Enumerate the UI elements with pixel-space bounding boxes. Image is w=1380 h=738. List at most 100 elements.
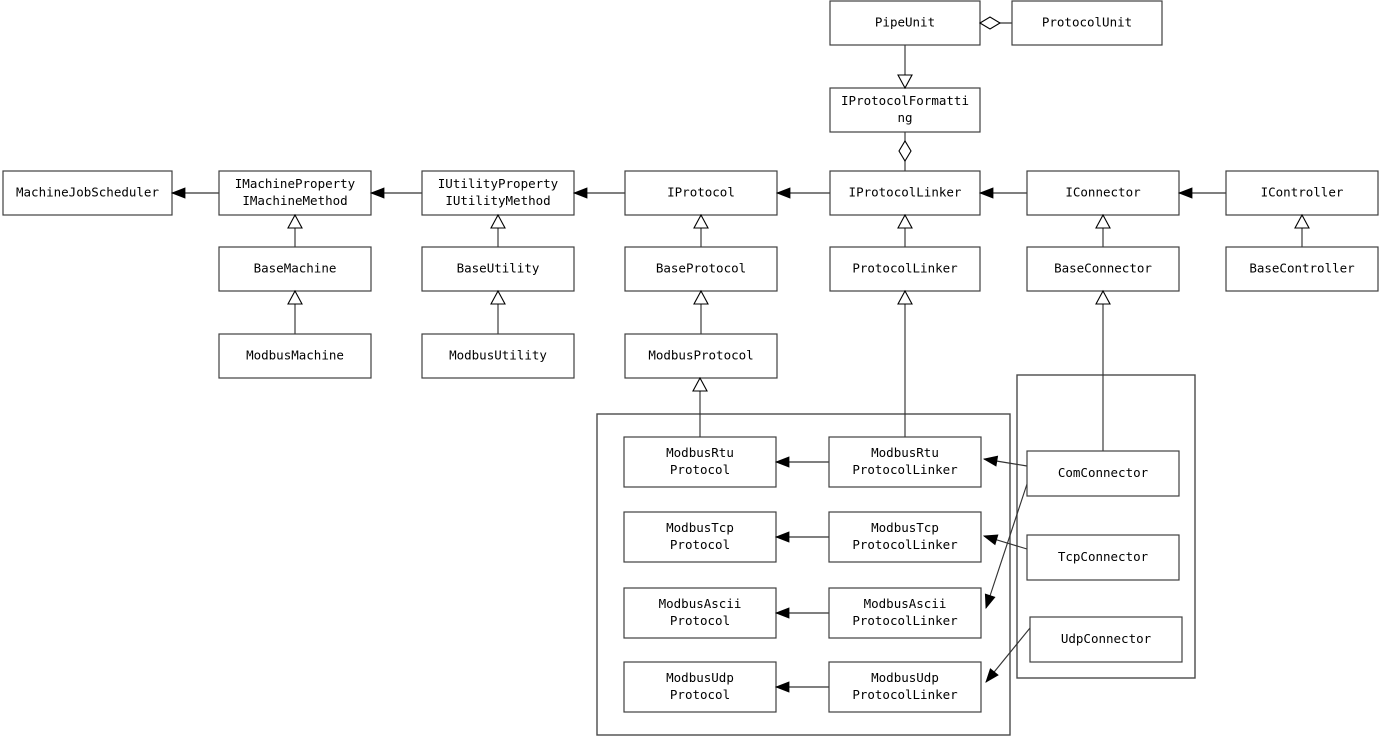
- node-label-ModbusProtocol: ModbusProtocol: [648, 348, 753, 363]
- node-label-IMachineProperty: IMachineProperty: [235, 176, 356, 191]
- node-box-ProtocolLinker[interactable]: [829, 246, 981, 292]
- node-BaseMachine[interactable]: BaseMachine: [218, 246, 372, 292]
- node-box-IMachineProperty[interactable]: [218, 170, 372, 216]
- node-ProtocolUnit[interactable]: ProtocolUnit: [1011, 0, 1163, 46]
- node-box-IProtocolFormatting[interactable]: [829, 87, 981, 133]
- node-label-BaseMachine: BaseMachine: [254, 261, 337, 276]
- node-label-ModbusAsciiProtocolLinker: ProtocolLinker: [852, 613, 958, 628]
- node-box-ProtocolUnit[interactable]: [1011, 0, 1163, 46]
- node-label-BaseUtility: BaseUtility: [457, 261, 540, 276]
- node-ModbusUtility[interactable]: ModbusUtility: [421, 333, 575, 379]
- edge-comconnector-asciilinker: [985, 483, 1028, 609]
- node-ProtocolLinker[interactable]: ProtocolLinker: [829, 246, 981, 292]
- node-label-ModbusUdpProtocol: ModbusUdp: [666, 670, 734, 685]
- node-label-ModbusUdpProtocol: Protocol: [670, 687, 730, 702]
- node-UdpConnector[interactable]: UdpConnector: [1029, 616, 1183, 663]
- node-box-TcpConnector[interactable]: [1026, 534, 1180, 581]
- node-box-UdpConnector[interactable]: [1029, 616, 1183, 663]
- marker-arrow-udplinker-udpprotocol: [774, 681, 790, 693]
- marker-triangle-basemachine-imachine: [287, 213, 303, 229]
- node-TcpConnector[interactable]: TcpConnector: [1026, 534, 1180, 581]
- marker-triangle-protocollinker-iprotocollinker: [897, 213, 913, 229]
- node-box-BaseMachine[interactable]: [218, 246, 372, 292]
- marker-arrow-iprotocollinker-iprotocol: [775, 187, 791, 199]
- node-MachineJobScheduler[interactable]: MachineJobScheduler: [2, 170, 173, 216]
- marker-triangle-comconnector-baseconnector: [1095, 289, 1111, 305]
- node-box-ModbusRtuProtocol[interactable]: [623, 436, 777, 488]
- node-box-BaseController[interactable]: [1225, 246, 1379, 292]
- marker-arrow-icontroller-iconnector: [1177, 187, 1193, 199]
- node-ModbusProtocol[interactable]: ModbusProtocol: [624, 333, 778, 379]
- node-box-ModbusUtility[interactable]: [421, 333, 575, 379]
- node-label-IMachineProperty: IMachineMethod: [242, 193, 347, 208]
- node-label-ModbusAsciiProtocolLinker: ModbusAscii: [864, 596, 947, 611]
- node-box-IConnector[interactable]: [1026, 170, 1180, 216]
- marker-triangle-rtuprotocol-modbusprotocol: [692, 376, 708, 392]
- node-BaseConnector[interactable]: BaseConnector: [1026, 246, 1180, 292]
- node-box-PipeUnit[interactable]: [829, 0, 981, 46]
- node-label-IProtocolFormatting: ng: [897, 110, 912, 125]
- node-label-BaseConnector: BaseConnector: [1054, 261, 1152, 276]
- marker-arrow-rtulinker-rtuprotocol: [774, 456, 790, 468]
- node-label-BaseProtocol: BaseProtocol: [656, 261, 746, 276]
- group-container-connector-group: [1016, 374, 1196, 679]
- marker-arrow-imachine-machinejob: [170, 187, 186, 199]
- node-ComConnector[interactable]: ComConnector: [1026, 450, 1180, 497]
- node-box-ModbusRtuProtocolLinker[interactable]: [828, 436, 982, 488]
- node-box-ModbusProtocol[interactable]: [624, 333, 778, 379]
- marker-triangle-modbusutility-baseutility: [490, 289, 506, 305]
- node-PipeUnit[interactable]: PipeUnit: [829, 0, 981, 46]
- node-label-ModbusAsciiProtocol: Protocol: [670, 613, 730, 628]
- node-BaseProtocol[interactable]: BaseProtocol: [624, 246, 778, 292]
- node-label-IUtilityProperty: IUtilityProperty: [438, 176, 559, 191]
- node-box-ModbusMachine[interactable]: [218, 333, 372, 379]
- node-BaseUtility[interactable]: BaseUtility: [421, 246, 575, 292]
- node-IProtocolLinker[interactable]: IProtocolLinker: [829, 170, 981, 216]
- node-label-ModbusTcpProtocol: Protocol: [670, 537, 730, 552]
- node-label-PipeUnit: PipeUnit: [875, 15, 935, 30]
- group-container-modbus-protocol-group: [596, 413, 1011, 736]
- marker-arrow-comconnector-asciilinker: [984, 593, 996, 610]
- node-box-ModbusTcpProtocol[interactable]: [623, 511, 777, 563]
- marker-triangle-rtulinker-protocollinker: [897, 289, 913, 305]
- marker-arrow-udpconnector-udplinker: [985, 668, 999, 683]
- node-box-BaseProtocol[interactable]: [624, 246, 778, 292]
- node-IProtocol[interactable]: IProtocol: [624, 170, 778, 216]
- node-box-BaseConnector[interactable]: [1026, 246, 1180, 292]
- node-IConnector[interactable]: IConnector: [1026, 170, 1180, 216]
- node-box-ModbusUdpProtocolLinker[interactable]: [828, 661, 982, 713]
- node-label-ModbusUdpProtocolLinker: ModbusUdp: [871, 670, 939, 685]
- marker-arrow-iconnector-iprotocollinker: [978, 187, 994, 199]
- node-label-ModbusTcpProtocolLinker: ProtocolLinker: [852, 537, 958, 552]
- node-IController[interactable]: IController: [1225, 170, 1379, 216]
- node-box-IProtocolLinker[interactable]: [829, 170, 981, 216]
- node-label-MachineJobScheduler: MachineJobScheduler: [16, 185, 159, 200]
- node-box-IController[interactable]: [1225, 170, 1379, 216]
- node-box-IProtocol[interactable]: [624, 170, 778, 216]
- node-box-ModbusAsciiProtocol[interactable]: [623, 587, 777, 639]
- node-label-ModbusRtuProtocolLinker: ModbusRtu: [871, 445, 939, 460]
- node-BaseController[interactable]: BaseController: [1225, 246, 1379, 292]
- node-ModbusMachine[interactable]: ModbusMachine: [218, 333, 372, 379]
- node-label-UdpConnector: UdpConnector: [1061, 631, 1152, 646]
- node-box-ModbusTcpProtocolLinker[interactable]: [828, 511, 982, 563]
- node-box-MachineJobScheduler[interactable]: [2, 170, 173, 216]
- node-label-IProtocol: IProtocol: [667, 185, 735, 200]
- node-box-ModbusAsciiProtocolLinker[interactable]: [828, 587, 982, 639]
- node-box-ComConnector[interactable]: [1026, 450, 1180, 497]
- markers-layer: [170, 16, 1310, 693]
- marker-arrow-comconnector-rtulinker: [982, 455, 999, 467]
- node-box-IUtilityProperty[interactable]: [421, 170, 575, 216]
